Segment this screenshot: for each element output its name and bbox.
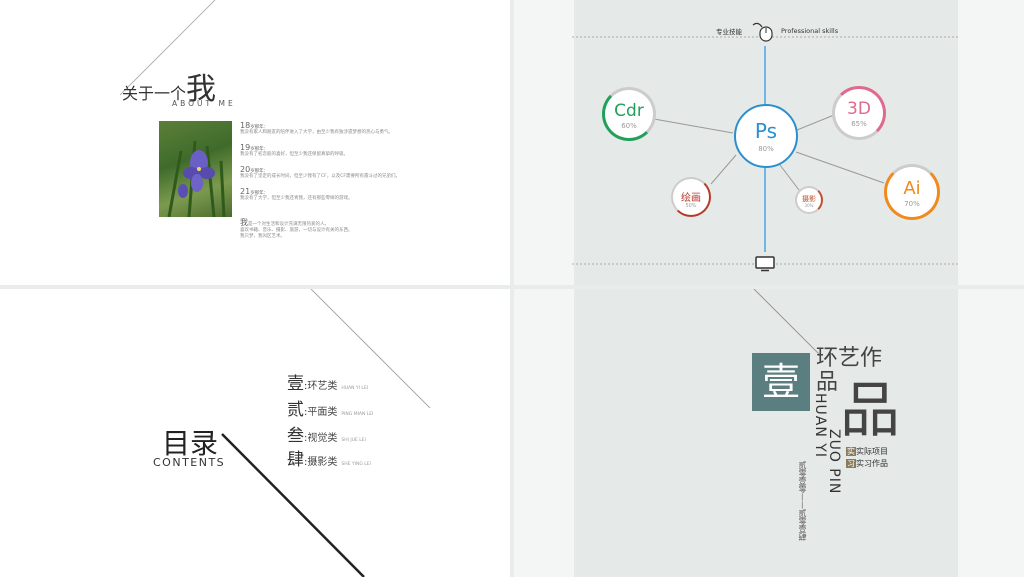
skill-percent: 60%: [621, 122, 637, 130]
age-unit: 岁那年：: [250, 191, 269, 196]
slide-section-one: 壹 环艺作品 品 HUAN YI ZUO PIN 实实际项目 习实习作品 贰零壹…: [514, 289, 1024, 577]
contents-title-cn: 目录: [162, 427, 219, 460]
section-pinyin-1: HUAN YI: [812, 393, 828, 458]
toc-number: 肆: [287, 450, 304, 470]
about-entry: 20岁那年： 我没有了坚定的成长时间，但至少我有了CF，以及CF需要所有雷斗过的…: [240, 165, 400, 180]
section-list-item: 实实际项目: [846, 446, 888, 457]
toc-number: 贰: [287, 400, 304, 420]
skill-percent: 30%: [804, 203, 814, 208]
list-text: 实际项目: [856, 447, 888, 456]
skill-percent: 70%: [904, 200, 920, 208]
age-value: 19: [240, 143, 251, 152]
list-mark: 实: [846, 447, 856, 456]
skill-photography: 摄影 30%: [795, 186, 823, 214]
closing-line: 喜欢书籍、音乐、摄影、旅游，一切与设计有关的东西。: [240, 228, 353, 233]
age-text: 我没有家人和朋友的陪伴进入了大学，由至少我有独涉遗梦想的热心与勇气。: [240, 130, 393, 135]
contents-diagonal-lines: [221, 289, 431, 577]
skills-title-cn: 专业技能: [716, 28, 742, 36]
toc-number: 叁: [287, 426, 304, 446]
toc-label: 视觉类: [307, 433, 338, 444]
skill-name: Ai: [903, 178, 921, 199]
skill-percent: 65%: [851, 120, 867, 128]
age-unit: 岁那年：: [250, 125, 269, 130]
age-value: 20: [240, 165, 251, 174]
toc-label: 环艺类: [307, 381, 338, 392]
age-text: 我没有了初恋般的喜好，但至少我还保留真挚的呼吸。: [240, 152, 348, 157]
about-title-main: 我: [186, 72, 217, 107]
section-title-big: 品: [840, 376, 900, 446]
decorative-diagonal-line: [119, 0, 216, 96]
skill-name: 摄影: [802, 195, 816, 203]
about-title: 关于一个我: [122, 64, 216, 108]
monitor-icon: [754, 256, 776, 276]
section-diagonal-line: [753, 289, 820, 355]
age-text: 我没有了大学，但至少我还青我，还有那些零样的游戏。: [240, 196, 353, 201]
about-entry: 19岁那年： 我没有了初恋般的喜好，但至少我还保留真挚的呼吸。: [240, 143, 348, 158]
skill-name: 3D: [847, 99, 871, 119]
toc-pinyin: PING MIAN LEI: [341, 412, 374, 417]
closing-lead: 我: [240, 218, 248, 227]
closing-line: 我只梦，我叫区艺术。: [240, 234, 285, 239]
section-badge: 壹: [752, 353, 810, 411]
age-value: 21: [240, 187, 251, 196]
skill-percent: 80%: [758, 145, 774, 153]
section-title-cn: 环艺作品: [816, 346, 883, 395]
skill-ps: Ps 80%: [734, 104, 798, 168]
skills-title-en: Professional skills: [781, 27, 839, 35]
slide-about-me: 关于一个我 ABOUT ME 18岁那年： 我没有家人和朋友的陪伴进入了大学，由…: [0, 0, 510, 285]
skill-name: Ps: [754, 119, 778, 143]
about-entry: 18岁那年： 我没有家人和朋友的陪伴进入了大学，由至少我有独涉遗梦想的热心与勇气…: [240, 121, 393, 136]
age-unit: 岁那年：: [250, 169, 269, 174]
skill-3d: 3D 65%: [832, 86, 886, 140]
skill-cdr: Cdr 60%: [602, 87, 656, 141]
list-text: 实习作品: [856, 459, 888, 468]
list-mark: 习: [846, 459, 856, 468]
section-dates: 贰零壹零——贰零壹肆: [798, 461, 807, 541]
age-value: 18: [240, 121, 251, 130]
toc-label: 摄影类: [307, 457, 338, 468]
slide-professional-skills: 专业技能 Professional skills Ps 80% Cdr 60% …: [514, 0, 1024, 285]
section-panel: [574, 289, 958, 577]
about-entry: 21岁那年： 我没有了大学，但至少我还青我，还有那些零样的游戏。: [240, 187, 353, 202]
about-closing: 我是一个对生活和设计充满无限热爱的人。 喜欢书籍、音乐、摄影、旅游，一切与设计有…: [240, 218, 353, 240]
skill-name: 绘画: [681, 193, 701, 204]
about-title-prefix: 关于一个: [122, 84, 187, 103]
skill-ai: Ai 70%: [884, 164, 940, 220]
closing-line: 是一个对生活和设计充满无限热爱的人。: [248, 222, 329, 227]
age-text: 我没有了坚定的成长时间，但至少我有了CF，以及CF需要所有雷斗过的兄弟们。: [240, 174, 400, 179]
skill-painting: 绘画 50%: [671, 177, 711, 217]
skill-percent: 50%: [685, 203, 697, 209]
iris-flower-image: [167, 140, 226, 217]
toc-number: 壹: [287, 374, 304, 394]
toc-pinyin: HUAN YI LEI: [341, 386, 369, 391]
toc-pinyin: SHE YING LEI: [341, 462, 371, 467]
mouse-hand-icon: [750, 21, 774, 47]
skills-connector-lines: [572, 36, 958, 265]
about-subtitle: ABOUT ME: [172, 99, 236, 108]
section-list-item: 习实习作品: [846, 458, 888, 469]
toc-pinyin: SHI JUE LEI: [341, 438, 366, 443]
section-pinyin-2: ZUO PIN: [826, 429, 842, 495]
contents-title-en: CONTENTS: [153, 456, 226, 469]
skill-name: Cdr: [614, 101, 644, 121]
profile-photo: [159, 121, 232, 217]
toc-label: 平面类: [307, 407, 338, 418]
age-unit: 岁那年：: [250, 147, 269, 152]
